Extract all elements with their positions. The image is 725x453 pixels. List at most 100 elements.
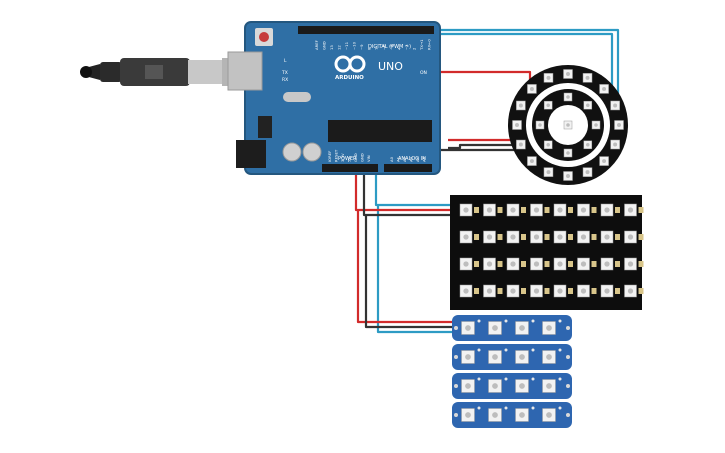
digital-pin-label-13: 2 <box>412 47 417 50</box>
digital-pin-label-10: ~5 <box>389 44 394 50</box>
wire-data-to-stick <box>376 205 455 334</box>
analog-pin-label-2: A2 <box>402 156 407 162</box>
ring-pixel-outer <box>527 84 537 94</box>
digital-pin-label-7: 8 <box>367 47 372 50</box>
stick-pixel <box>515 321 529 335</box>
digital-pin-label-15: RX←0 <box>427 39 432 50</box>
matrix-pixel <box>483 257 496 271</box>
stick-pixel <box>515 408 529 422</box>
ring-pixel-outer <box>599 156 609 166</box>
ring-pixel-outer <box>610 100 620 111</box>
ring-pixel-inner <box>583 140 593 150</box>
digital-pin-label-8: 7 <box>374 47 379 50</box>
matrix-pixel <box>483 230 496 244</box>
matrix-pixel <box>600 230 614 244</box>
digital-pin-label-9: ~6 <box>382 44 387 50</box>
matrix-pixel <box>600 284 614 298</box>
ring-pixel-center <box>563 120 573 130</box>
matrix-pixel <box>600 203 614 217</box>
analog-pin-label-1: A1 <box>396 156 401 162</box>
wire-gnd-main <box>362 170 455 217</box>
power-pin-label-6: VIN <box>366 155 371 162</box>
neopixel-stick-board[interactable] <box>452 344 572 370</box>
matrix-pixel <box>600 257 614 271</box>
matrix-pixel <box>553 230 567 244</box>
ring-pixel-inner <box>563 148 573 158</box>
matrix-pixel <box>577 257 590 271</box>
ring-pixel-inner <box>583 100 593 110</box>
ring-pixel-inner <box>543 100 553 110</box>
matrix-pixel <box>506 284 520 298</box>
neopixel-stick-board[interactable] <box>452 315 572 341</box>
neopixel-stick-board[interactable] <box>452 402 572 428</box>
ring-pixel-outer <box>516 139 526 150</box>
power-pin-label-1: RESET <box>334 149 339 162</box>
stick-pixel <box>461 321 475 335</box>
analog-header <box>384 164 432 172</box>
matrix-pixel <box>530 284 543 298</box>
digital-pin-label-12: ~3 <box>404 44 409 50</box>
usb-cable-icon[interactable] <box>80 58 252 86</box>
led-label-tx: TX <box>281 70 288 76</box>
matrix-pixel <box>459 284 473 298</box>
digital-pin-label-1: GND <box>322 41 327 50</box>
arduino-uno-board[interactable]: ARDUINO UNO DIGITAL (PWM ~) ANALOG IN PO… <box>227 21 441 175</box>
wire-5v-to-stick <box>356 210 455 324</box>
matrix-pixel <box>624 284 637 298</box>
matrix-pixel <box>459 203 473 217</box>
matrix-pixel <box>624 257 637 271</box>
digital-pin-label-0: AREF <box>314 40 319 50</box>
wire-5v-to-ring <box>432 70 532 84</box>
digital-header-label: DIGITAL (PWM ~) <box>368 44 411 50</box>
neopixel-stick-icon[interactable] <box>452 315 572 428</box>
brand-label: ARDUINO <box>335 75 364 81</box>
on-led-label: ON <box>420 70 427 76</box>
neopixel-ring-icon[interactable] <box>508 65 628 185</box>
wire-5v-main <box>354 170 455 212</box>
digital-pin-label-11: 4 <box>397 47 402 50</box>
ring-pixel-outer <box>610 139 620 150</box>
matrix-pixel <box>624 203 637 217</box>
power-pin-label-0: IOREF <box>327 151 332 162</box>
matrix-pixel <box>553 257 567 271</box>
matrix-pixel <box>577 230 590 244</box>
ring-pixel-outer <box>563 69 573 79</box>
matrix-pixel <box>577 203 590 217</box>
stick-pixel <box>488 379 502 393</box>
neopixel-stick-board[interactable] <box>452 373 572 399</box>
digital-pin-label-14: TX→1 <box>419 39 424 51</box>
wire-gnd-to-stick <box>364 215 455 329</box>
ring-pixel-inner <box>563 92 573 102</box>
stick-pixel <box>488 321 502 335</box>
matrix-pixel <box>553 203 567 217</box>
reset-button[interactable] <box>259 32 269 42</box>
matrix-pixel <box>530 203 543 217</box>
ring-pixel-inner <box>543 140 553 150</box>
analog-pin-label-3: A3 <box>409 156 414 162</box>
atmega-chip <box>328 120 432 142</box>
stick-pixel <box>542 379 556 393</box>
analog-header-label: ANALOG IN <box>398 156 426 162</box>
stick-pixel <box>542 350 556 364</box>
matrix-pixel <box>506 203 520 217</box>
digital-pin-label-2: 13 <box>329 45 334 50</box>
stick-pixel <box>461 350 475 364</box>
stick-pixel <box>488 408 502 422</box>
digital-pin-label-6: ~9 <box>359 44 364 50</box>
ring-pixel-outer <box>543 167 554 177</box>
ring-pixel-outer <box>599 84 609 94</box>
stick-pixel <box>515 350 529 364</box>
neopixel-matrix-icon[interactable] <box>450 195 644 310</box>
led-label-rx: RX <box>282 77 288 83</box>
analog-pin-label-0: A0 <box>389 156 394 162</box>
stick-pixel <box>461 379 475 393</box>
ring-pixel-outer <box>582 73 593 83</box>
digital-header <box>298 26 434 34</box>
ring-pixel-outer <box>543 73 554 83</box>
matrix-pixel <box>624 230 637 244</box>
matrix-pixel <box>506 257 520 271</box>
ring-pixel-outer <box>582 167 593 177</box>
